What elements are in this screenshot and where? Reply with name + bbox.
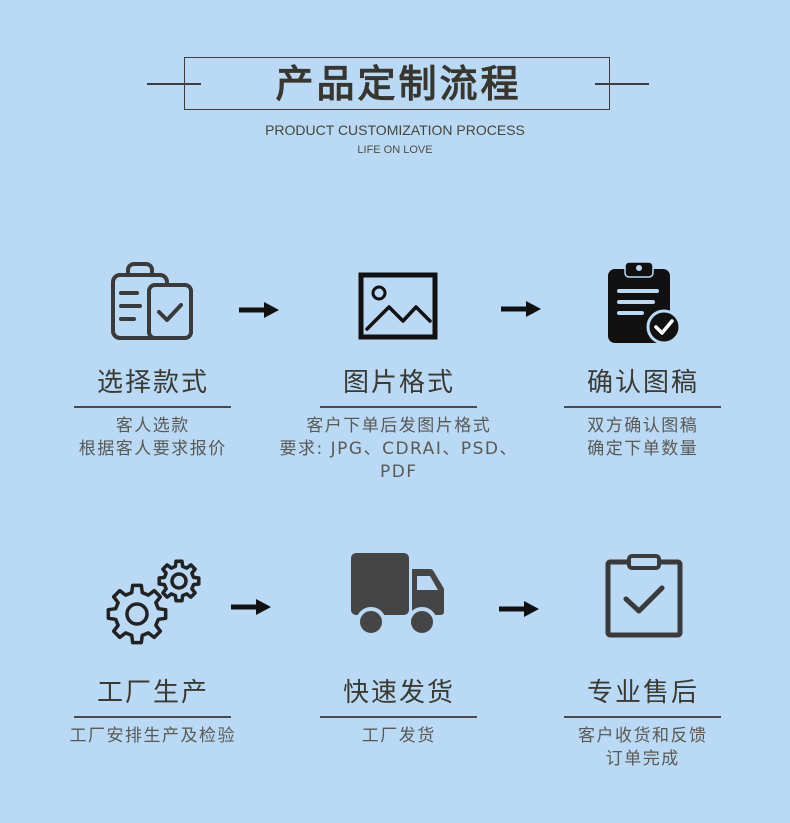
title-left-rule xyxy=(147,83,201,85)
step-description: 工厂发货 xyxy=(278,725,518,748)
description-line: 根据客人要求报价 xyxy=(78,438,227,459)
english-subtitle: PRODUCT CUSTOMIZATION PROCESS xyxy=(265,122,525,138)
description-line: 客人选款 xyxy=(115,415,190,436)
truck-icon xyxy=(350,552,446,638)
description-line: 客户下单后发图片格式 xyxy=(306,415,492,436)
description-line: 客户收货和反馈 xyxy=(578,725,708,746)
step-confirm-draft: 确认图稿 双方确认图稿 确定下单数量 xyxy=(522,368,762,461)
step-divider xyxy=(319,406,477,408)
arrow-right-icon xyxy=(231,594,271,620)
step-title: 选择款式 xyxy=(96,368,209,398)
step-image-format: 图片格式 客户下单后发图片格式 要求: JPG、CDRAI、PSD、 PDF xyxy=(278,368,518,484)
step-description: 工厂安排生产及检验 xyxy=(32,725,272,748)
step-divider xyxy=(319,716,477,718)
description-line: 要求: JPG、CDRAI、PSD、 xyxy=(279,438,518,459)
step-divider xyxy=(563,406,721,408)
description-line: 双方确认图稿 xyxy=(587,415,699,436)
step-fast-shipping: 快速发货 工厂发货 xyxy=(278,678,518,748)
step-divider xyxy=(563,716,721,718)
step-title: 快速发货 xyxy=(342,678,455,708)
step-after-sales: 专业售后 客户收货和反馈 订单完成 xyxy=(522,678,762,771)
tagline: LIFE ON LOVE xyxy=(357,144,433,156)
description-line: 工厂发货 xyxy=(361,725,436,746)
step-title: 专业售后 xyxy=(586,678,699,708)
bag-checklist-icon xyxy=(110,261,194,341)
step-divider xyxy=(73,716,231,718)
title-right-rule xyxy=(595,83,649,85)
step-factory-production: 工厂生产 工厂安排生产及检验 xyxy=(32,678,272,748)
description-line: 确定下单数量 xyxy=(587,438,699,459)
step-description: 客户收货和反馈 订单完成 xyxy=(522,725,762,771)
arrow-right-icon xyxy=(499,596,539,622)
step-description: 客人选款 根据客人要求报价 xyxy=(32,415,272,461)
step-title: 工厂生产 xyxy=(96,678,209,708)
description-line: PDF xyxy=(379,461,418,482)
step-title: 确认图稿 xyxy=(586,368,699,398)
page-title: 产品定制流程 xyxy=(275,61,522,106)
clipboard-check-badge-icon xyxy=(606,260,682,346)
description-line: 工厂安排生产及检验 xyxy=(69,725,236,746)
step-description: 客户下单后发图片格式 要求: JPG、CDRAI、PSD、 PDF xyxy=(278,415,518,484)
clipboard-check-icon xyxy=(604,553,684,639)
step-choose-style: 选择款式 客人选款 根据客人要求报价 xyxy=(32,368,272,461)
step-title: 图片格式 xyxy=(342,368,455,398)
arrow-right-icon xyxy=(239,297,279,323)
arrow-right-icon xyxy=(501,296,541,322)
title-box: 产品定制流程 xyxy=(184,57,610,110)
step-divider xyxy=(73,406,231,408)
gears-icon xyxy=(104,556,204,646)
description-line: 订单完成 xyxy=(605,748,680,769)
step-description: 双方确认图稿 确定下单数量 xyxy=(522,415,762,461)
image-icon xyxy=(358,272,438,340)
